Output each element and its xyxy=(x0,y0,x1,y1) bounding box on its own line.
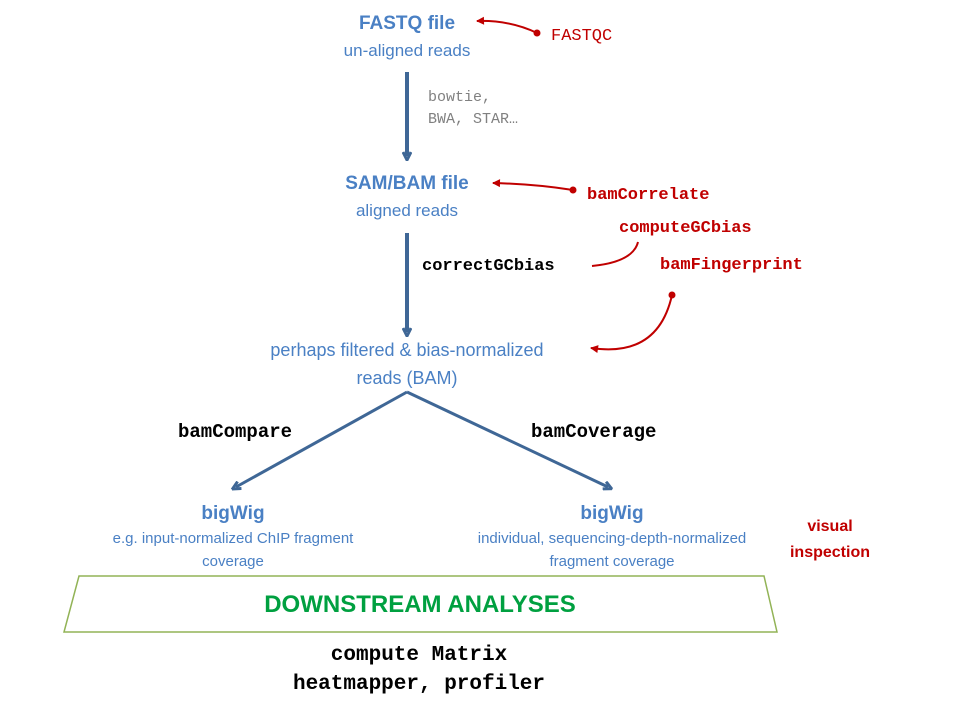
bigwig-left-desc: e.g. input-normalized ChIP fragment cove… xyxy=(112,530,354,570)
visual-inspection-line1: visual xyxy=(807,518,853,535)
bam-correlate-label: bamCorrelate xyxy=(587,186,710,205)
fastq-subtitle: un-aligned reads xyxy=(343,41,471,60)
downstream-title: DOWNSTREAM ANALYSES xyxy=(264,591,576,618)
arrow-fastqc xyxy=(476,16,541,37)
correct-gc-bias-label: correctGCbias xyxy=(422,257,555,276)
compute-gc-bias-label: computeGCbias xyxy=(619,219,752,238)
visual-inspection-line2: inspection xyxy=(789,544,870,561)
bigwig-right-desc: individual, sequencing-depth-normalized … xyxy=(477,530,747,570)
bottom-line2: heatmapper, profiler xyxy=(292,673,546,696)
bigwig-left-title: bigWig xyxy=(201,503,265,524)
bam-fingerprint-label: bamFingerprint xyxy=(660,256,803,275)
arrow-bam-correlate xyxy=(492,179,577,194)
aligners-line2: BWA, STAR… xyxy=(428,111,519,128)
downstream-banner xyxy=(63,575,778,633)
connector-compute-gc-bias xyxy=(591,241,639,267)
filtered-reads-line2: reads (BAM) xyxy=(356,368,458,388)
sam-title: SAM/BAM file xyxy=(345,173,469,194)
arrow-bam-fingerprint xyxy=(590,291,676,353)
bam-coverage-label: bamCoverage xyxy=(531,421,657,443)
arrow-to-bigwig-right xyxy=(406,390,608,487)
aligners-line1: bowtie, xyxy=(428,89,492,106)
filtered-reads-line1: perhaps filtered & bias-normalized xyxy=(270,340,544,360)
bigwig-right-title: bigWig xyxy=(580,503,644,524)
bam-compare-label: bamCompare xyxy=(178,421,293,443)
fastqc-label: FASTQC xyxy=(551,27,613,46)
fastq-title: FASTQ file xyxy=(358,13,456,34)
bottom-line1: compute Matrix xyxy=(330,644,508,667)
arrow-to-bigwig-left xyxy=(236,390,408,487)
sam-subtitle: aligned reads xyxy=(355,201,459,220)
